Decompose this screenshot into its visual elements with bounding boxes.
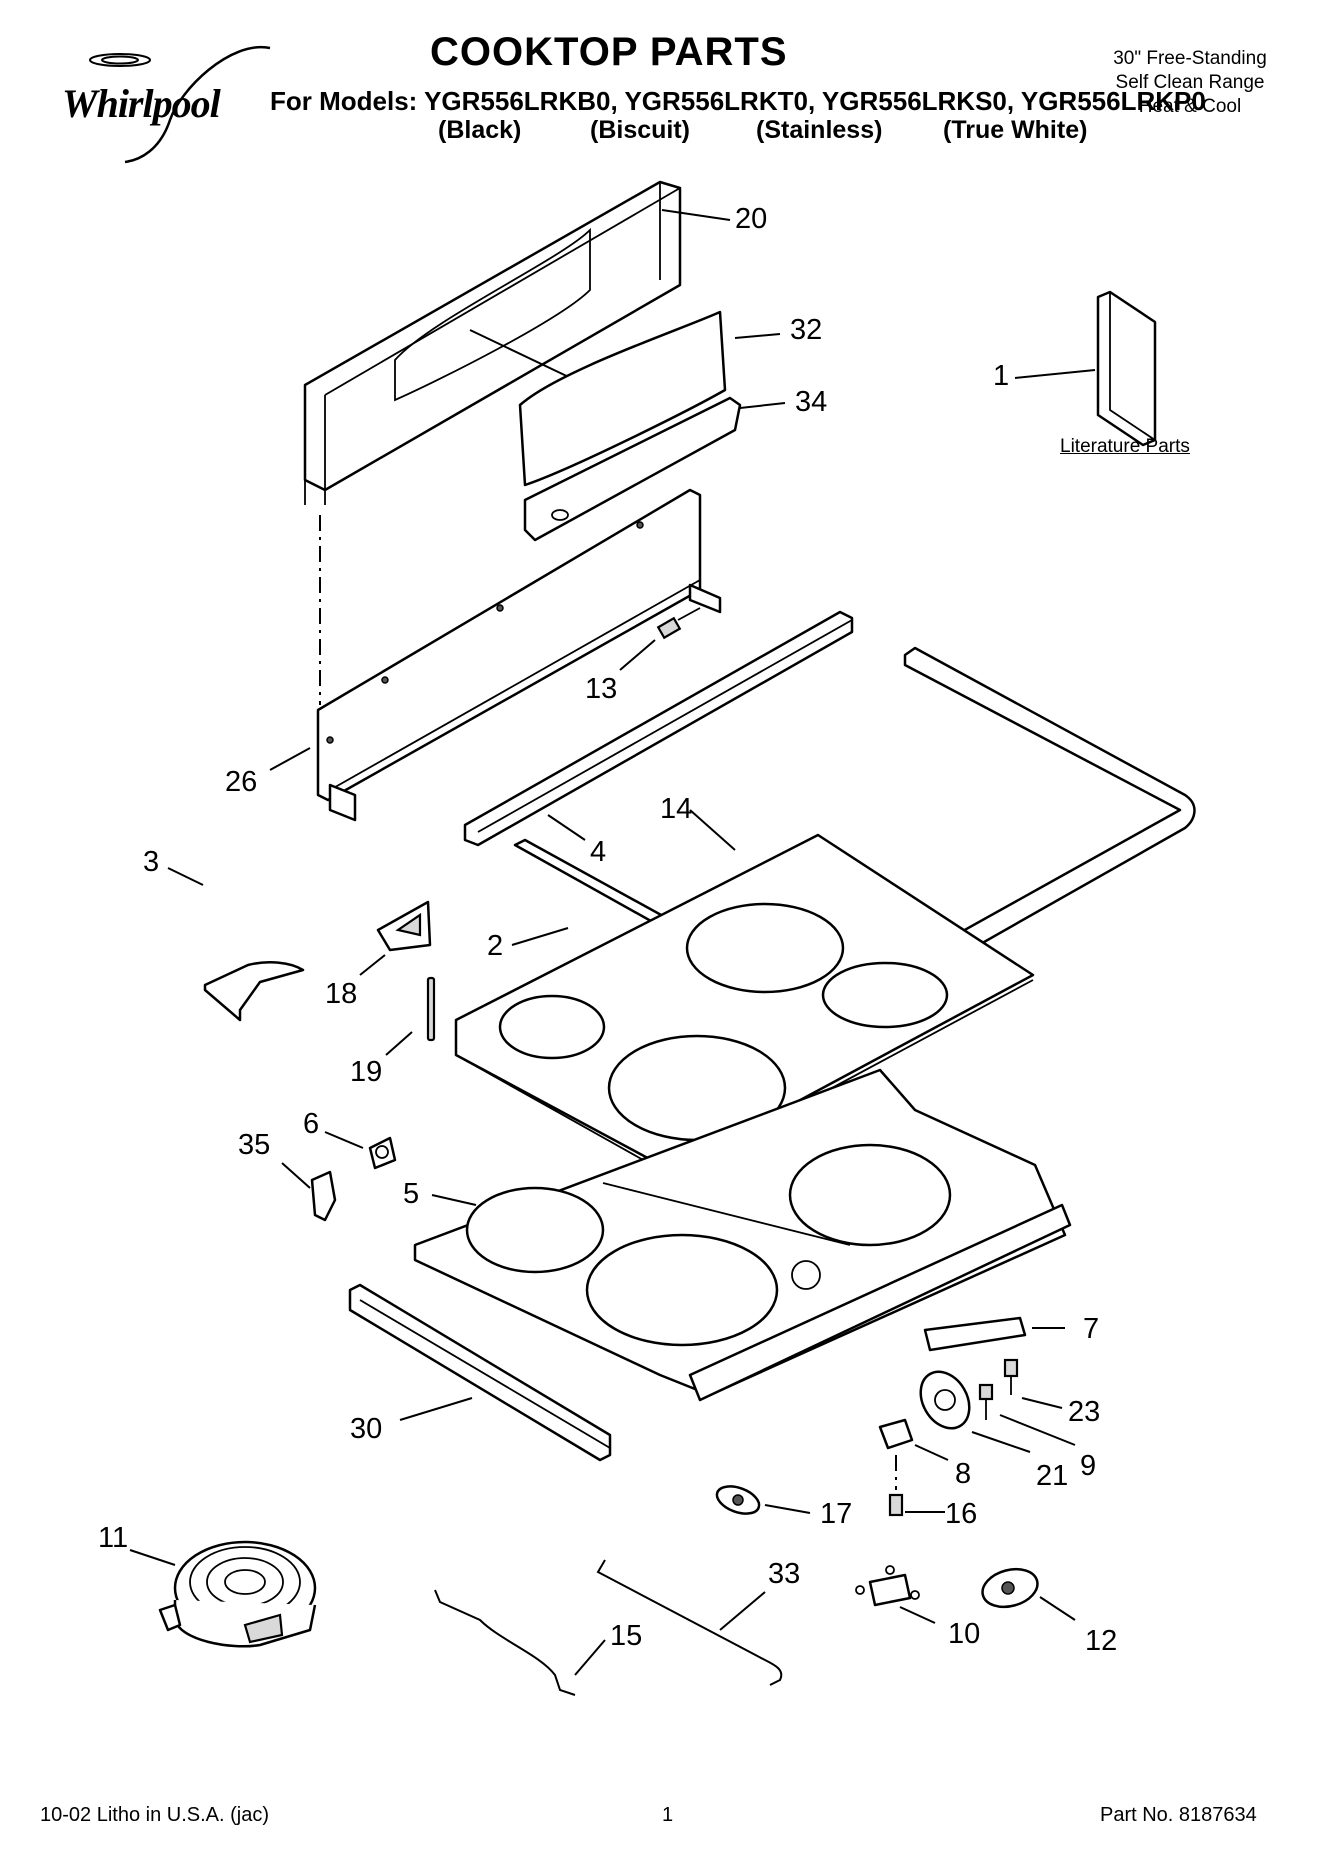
part-19-rod bbox=[426, 976, 436, 1042]
callout-34: 34 bbox=[795, 386, 828, 418]
literature-caption: Literature Parts bbox=[1060, 436, 1190, 457]
part-8-bracket bbox=[878, 1418, 914, 1450]
callout-13: 13 bbox=[585, 673, 618, 705]
variant-stainless: (Stainless) bbox=[756, 116, 883, 144]
callout-21: 21 bbox=[1036, 1460, 1069, 1492]
part-26-back-panel bbox=[316, 488, 722, 822]
footer-print-info: 10-02 Litho in U.S.A. (jac) bbox=[40, 1804, 269, 1826]
callout-4: 4 bbox=[590, 836, 607, 868]
logo-brand-name: Whirlpool bbox=[62, 81, 221, 126]
range-feature-line: Self Clean Range bbox=[1115, 72, 1265, 93]
part-23-screw bbox=[1003, 1358, 1019, 1395]
logo-swirl-icon bbox=[89, 45, 271, 164]
part-16-screw bbox=[888, 1493, 904, 1517]
footer-part-number: Part No. 8187634 bbox=[1100, 1804, 1257, 1826]
callout-14: 14 bbox=[660, 793, 693, 825]
callout-3: 3 bbox=[143, 846, 160, 878]
range-mode-line: Heat & Cool bbox=[1138, 96, 1242, 117]
part-35-clip bbox=[310, 1170, 337, 1222]
callout-26: 26 bbox=[225, 766, 258, 798]
part-17-bracket bbox=[715, 1485, 761, 1515]
callout-15: 15 bbox=[610, 1620, 643, 1652]
page-number: 1 bbox=[662, 1804, 674, 1826]
callout-18: 18 bbox=[325, 978, 358, 1010]
callout-30: 30 bbox=[350, 1413, 383, 1445]
part-34-endcap bbox=[523, 396, 742, 542]
models-line: For Models: YGR556LRKB0, YGR556LRKT0, YG… bbox=[270, 86, 1206, 116]
variant-true-white: (True White) bbox=[943, 116, 1088, 144]
part-20-backguard bbox=[303, 180, 682, 505]
part-33-wire bbox=[596, 1559, 783, 1686]
part-4-trim-strip bbox=[463, 610, 854, 847]
part-11-surface-element bbox=[158, 1540, 317, 1648]
range-type-line: 30" Free-Standing bbox=[1113, 48, 1267, 69]
callout-23: 23 bbox=[1068, 1396, 1101, 1428]
page-title: COOKTOP PARTS bbox=[430, 30, 788, 74]
part-3-bracket bbox=[203, 961, 305, 1022]
callout-12: 12 bbox=[1085, 1625, 1118, 1657]
part-5-main-top bbox=[413, 1068, 1072, 1402]
part-30-front-strip bbox=[348, 1283, 612, 1462]
callout-20: 20 bbox=[735, 203, 768, 235]
callout-32: 32 bbox=[790, 314, 823, 346]
part-6-clip bbox=[368, 1136, 397, 1170]
callout-33: 33 bbox=[768, 1558, 801, 1590]
variant-black: (Black) bbox=[438, 116, 522, 144]
callout-17: 17 bbox=[820, 1498, 853, 1530]
part-1-literature bbox=[1096, 290, 1157, 447]
callout-8: 8 bbox=[955, 1458, 972, 1490]
part-18-clip bbox=[376, 900, 432, 952]
callout-10: 10 bbox=[948, 1618, 981, 1650]
callout-5: 5 bbox=[403, 1178, 420, 1210]
part-13-screw bbox=[656, 607, 701, 640]
callout-9: 9 bbox=[1080, 1450, 1097, 1482]
part-12-switch bbox=[981, 1567, 1039, 1609]
callout-1: 1 bbox=[993, 360, 1010, 392]
part-15-wire bbox=[434, 1589, 576, 1696]
whirlpool-logo bbox=[30, 40, 280, 170]
callout-35: 35 bbox=[238, 1129, 271, 1161]
callout-2: 2 bbox=[487, 930, 504, 962]
callout-leaders bbox=[129, 209, 1096, 1676]
callout-7: 7 bbox=[1083, 1313, 1100, 1345]
part-10-harness bbox=[855, 1565, 920, 1607]
callout-11: 11 bbox=[98, 1522, 129, 1554]
part-21-thermostat bbox=[919, 1370, 971, 1430]
part-7-bracket bbox=[923, 1316, 1027, 1352]
part-2-glass-cooktop bbox=[454, 833, 1035, 1176]
callout-6: 6 bbox=[303, 1108, 320, 1140]
variant-biscuit: (Biscuit) bbox=[590, 116, 690, 144]
callout-19: 19 bbox=[350, 1056, 383, 1088]
part-9-screw bbox=[978, 1383, 994, 1420]
callout-16: 16 bbox=[945, 1498, 978, 1530]
part-32-overlay bbox=[518, 310, 727, 487]
